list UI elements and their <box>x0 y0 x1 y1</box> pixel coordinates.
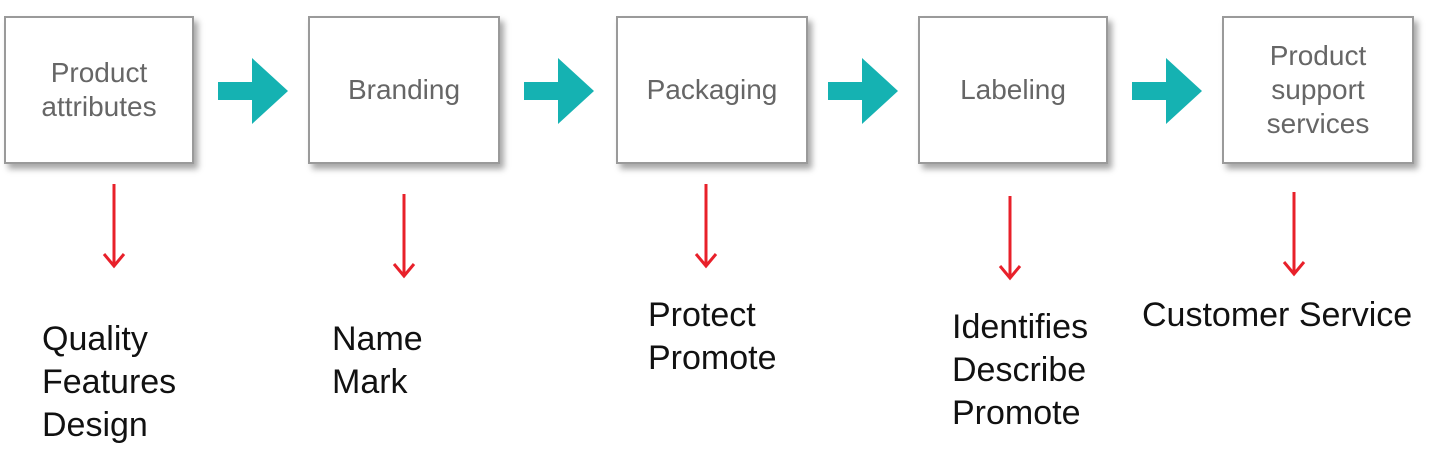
down-arrow-icon <box>1282 192 1306 277</box>
stage-details-labeling: Identifies Describe Promote <box>952 308 1089 432</box>
down-arrow-icon <box>102 184 126 269</box>
stage-box-branding: Branding <box>308 16 500 164</box>
stage-box-product-attributes: Product attributes <box>4 16 194 164</box>
stage-details-product-attributes: Quality Features Design <box>42 320 177 444</box>
stage-box-packaging: Packaging <box>616 16 808 164</box>
stage-label: Labeling <box>960 74 1066 105</box>
stage-label: Product support services <box>1266 40 1370 139</box>
down-arrow-icon <box>392 194 416 279</box>
stage-box-product-support-services: Product support services <box>1222 16 1414 164</box>
stage-box-labeling: Labeling <box>918 16 1108 164</box>
stage-details-packaging: Protect Promote <box>648 296 777 377</box>
flow-arrow-icon <box>1132 58 1202 124</box>
flow-arrow-icon <box>524 58 594 124</box>
flow-arrow-icon <box>828 58 898 124</box>
down-arrow-icon <box>694 184 718 269</box>
stage-label: Branding <box>347 74 461 105</box>
stage-details-product-support-services: Customer Service <box>1142 296 1413 334</box>
stage-details-branding: Name Mark <box>332 320 423 401</box>
flow-arrow-icon <box>218 58 288 124</box>
stage-label: Packaging <box>646 74 778 105</box>
stage-label: Product attributes <box>41 57 157 122</box>
down-arrow-icon <box>998 196 1022 281</box>
